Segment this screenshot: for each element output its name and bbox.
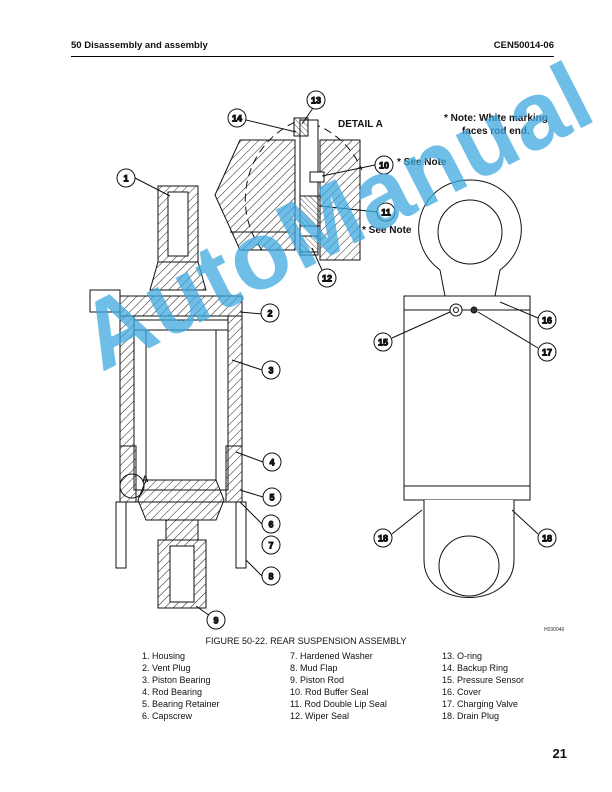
legend-item: 18. Drain Plug: [442, 711, 500, 721]
external-view: [403, 179, 531, 598]
callout-4: [262, 452, 282, 472]
callout-3: [261, 360, 281, 380]
callout-15: [373, 332, 393, 352]
see-note-label-1: * See Note: [397, 157, 447, 168]
legend-item: 13. O-ring: [442, 651, 483, 661]
callout-17: [537, 342, 557, 362]
callout-18-left: [373, 528, 393, 548]
callout-8: [261, 566, 281, 586]
legend-item: 15. Pressure Sensor: [442, 675, 525, 685]
callout-12: [317, 268, 337, 288]
legend-item: 17. Charging Valve: [442, 699, 518, 709]
svg-text:3: 3: [268, 366, 273, 376]
svg-text:5: 5: [269, 493, 274, 503]
note-line-2: faces rod end.: [462, 126, 530, 137]
callout-16: [537, 310, 557, 330]
svg-text:7: 7: [268, 541, 273, 551]
legend-item: 2. Vent Plug: [142, 663, 191, 673]
legend-item: 9. Piston Rod: [290, 675, 345, 685]
legend-item: 5. Bearing Retainer: [142, 699, 220, 709]
svg-text:18: 18: [378, 534, 388, 544]
legend-item: 10. Rod Buffer Seal: [290, 687, 369, 697]
svg-text:18: 18: [542, 534, 552, 544]
svg-text:2: 2: [267, 309, 272, 319]
svg-text:17: 17: [542, 348, 552, 358]
figure-caption: FIGURE 50-22. REAR SUSPENSION ASSEMBLY: [205, 636, 407, 646]
svg-text:10: 10: [379, 161, 389, 171]
svg-text:8: 8: [268, 572, 273, 582]
callout-1: [116, 168, 136, 188]
callout-2: [260, 303, 280, 323]
legend-column-2: 7. Hardened Washer 8. Mud Flap 9. Piston…: [290, 650, 387, 722]
legend-item: 14. Backup Ring: [442, 663, 509, 673]
detail-a-marker: A: [142, 474, 149, 484]
legend-item: 1. Housing: [142, 651, 186, 661]
svg-text:9: 9: [213, 616, 218, 626]
page-number: 21: [552, 746, 567, 761]
svg-text:15: 15: [378, 338, 388, 348]
callout-18-right: [537, 528, 557, 548]
legend-item: 6. Capscrew: [142, 711, 193, 721]
note-line-1: * Note: White marking: [444, 113, 548, 124]
legend-item: 7. Hardened Washer: [290, 651, 373, 661]
svg-text:1: 1: [123, 174, 128, 184]
callout-13: [306, 90, 326, 110]
callout-6: [261, 514, 281, 534]
sectional-view: [89, 185, 247, 609]
legend-item: 4. Rod Bearing: [142, 687, 203, 697]
svg-text:4: 4: [269, 458, 274, 468]
legend-column-3: 13. O-ring 14. Backup Ring 15. Pressure …: [442, 650, 524, 722]
callouts: 1 2 3 4 5 6 7 8 9 10 11 12: [116, 90, 557, 630]
legend-item: 12. Wiper Seal: [290, 711, 350, 721]
callout-7: [261, 535, 281, 555]
header-rule: [71, 56, 554, 57]
legend-column-1: 1. Housing 2. Vent Plug 3. Piston Bearin…: [142, 650, 220, 722]
callout-11: [376, 202, 396, 222]
header-doc-code: CEN50014-06: [493, 40, 554, 51]
callout-9: [206, 610, 226, 630]
detail-a-label: DETAIL A: [338, 119, 383, 130]
image-code: H030046: [544, 627, 565, 633]
callout-14: [227, 108, 247, 128]
svg-text:16: 16: [542, 316, 552, 326]
callout-10: [374, 155, 394, 175]
svg-text:13: 13: [311, 96, 321, 106]
legend-item: 11. Rod Double Lip Seal: [290, 699, 387, 709]
callout-5: [262, 487, 282, 507]
svg-text:14: 14: [232, 114, 242, 124]
detail-a-view: [214, 117, 363, 261]
svg-text:12: 12: [322, 274, 332, 284]
legend-item: 8. Mud Flap: [290, 663, 338, 673]
legend-item: 16. Cover: [442, 687, 482, 697]
see-note-label-2: * See Note: [362, 225, 412, 236]
header-section-title: 50 Disassembly and assembly: [71, 40, 208, 51]
legend-item: 3. Piston Bearing: [142, 675, 211, 685]
svg-text:11: 11: [381, 208, 391, 218]
svg-text:6: 6: [268, 520, 273, 530]
